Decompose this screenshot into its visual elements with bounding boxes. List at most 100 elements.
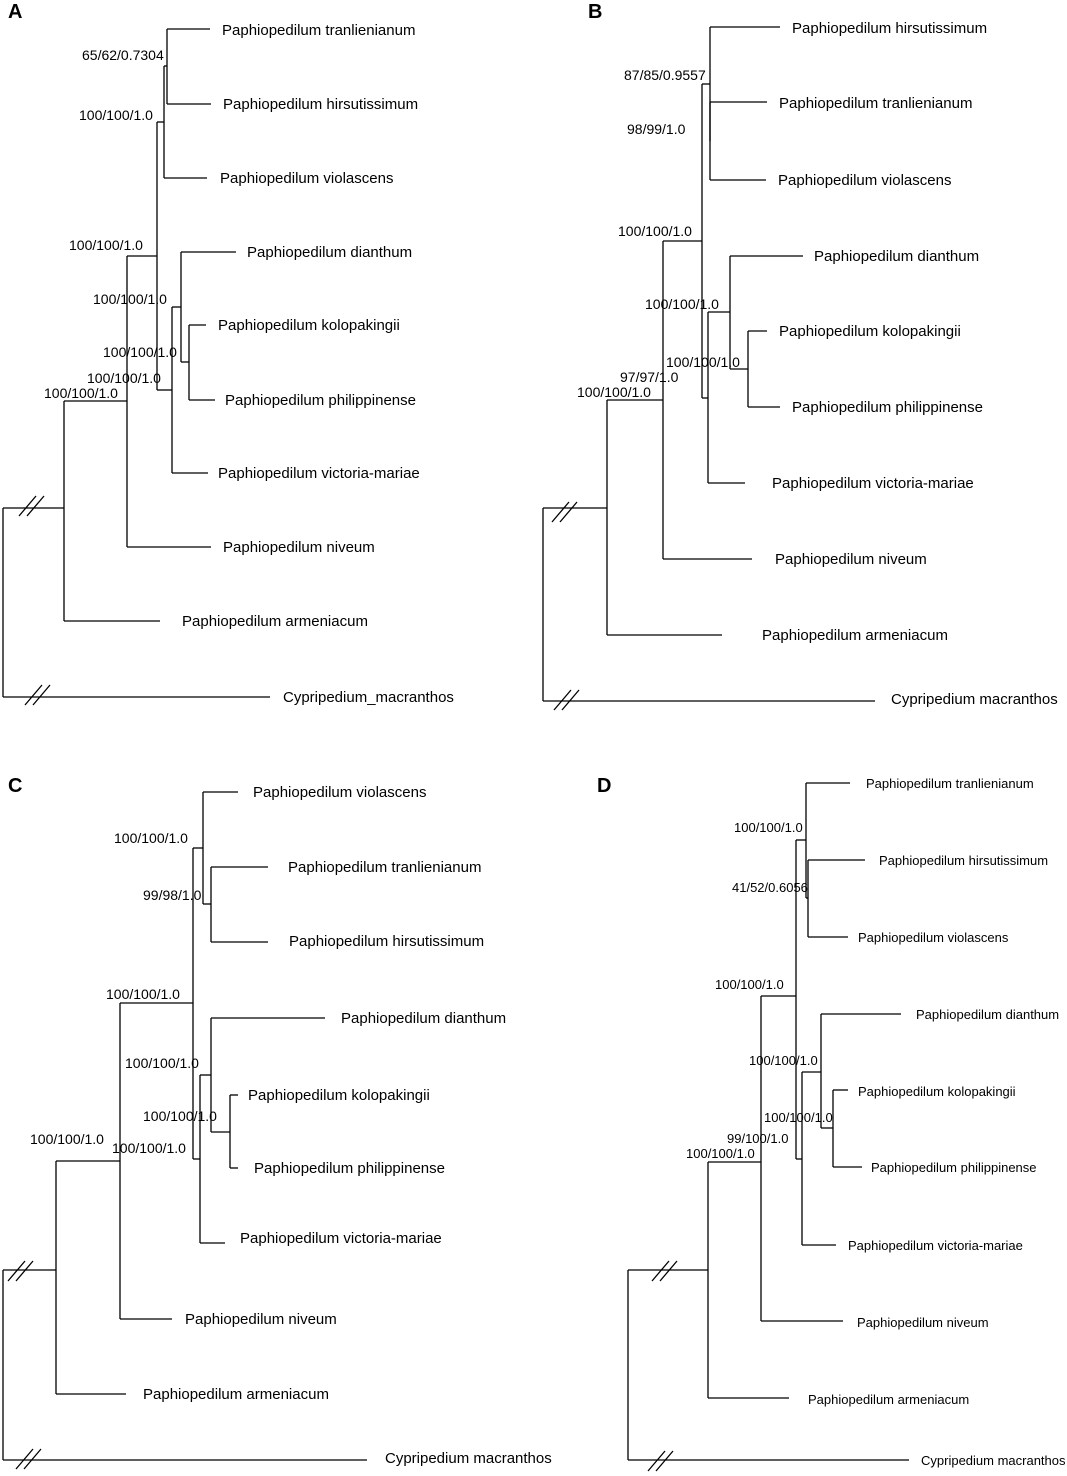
taxon-label: Paphiopedilum tranlienianum xyxy=(779,95,972,112)
taxon-label: Cypripedium macranthos xyxy=(385,1450,552,1467)
support-value: 65/62/0.7304 xyxy=(82,47,164,63)
break-mark xyxy=(561,689,580,711)
taxon-label: Paphiopedilum violascens xyxy=(858,930,1009,945)
taxon-label: Paphiopedilum tranlienianum xyxy=(288,859,481,876)
support-value: 100/100/1.0 xyxy=(666,354,740,370)
taxon-label: Paphiopedilum kolopakingii xyxy=(218,317,400,334)
taxon-label: Paphiopedilum dianthum xyxy=(916,1007,1059,1022)
branch-break-marks xyxy=(7,1260,42,1470)
taxon-labels: Paphiopedilum tranlienianum Paphiopedilu… xyxy=(808,776,1066,1468)
support-value: 100/100/1.0 xyxy=(686,1146,755,1161)
support-value: 87/85/0.9557 xyxy=(624,67,706,83)
taxon-label: Cypripedium_macranthos xyxy=(283,689,454,706)
break-mark xyxy=(15,1448,34,1470)
support-value: 100/100/1.0 xyxy=(114,830,188,846)
support-value: 100/100/1.0 xyxy=(764,1110,833,1125)
taxon-labels: Paphiopedilum tranlienianum Paphiopedilu… xyxy=(182,22,454,706)
break-mark xyxy=(18,495,37,517)
break-mark xyxy=(551,501,570,523)
support-value: 100/100/1.0 xyxy=(645,296,719,312)
taxon-label: Paphiopedilum victoria-mariae xyxy=(772,475,974,492)
taxon-label: Paphiopedilum armeniacum xyxy=(762,627,948,644)
break-mark xyxy=(32,684,51,706)
branch-break-marks xyxy=(18,495,51,706)
break-mark xyxy=(651,1260,670,1282)
taxon-label: Paphiopedilum hirsutissimum xyxy=(223,96,418,113)
panel-letter: A xyxy=(8,1,22,23)
support-values: 87/85/0.9557 98/99/1.0 100/100/1.0 100/1… xyxy=(577,67,740,400)
taxon-label: Paphiopedilum violascens xyxy=(253,784,426,801)
taxon-label: Paphiopedilum kolopakingii xyxy=(858,1084,1016,1099)
support-value: 98/99/1.0 xyxy=(627,121,686,137)
break-mark xyxy=(23,1448,42,1470)
support-value: 100/100/1.0 xyxy=(143,1108,217,1124)
taxon-label: Paphiopedilum niveum xyxy=(775,551,927,568)
tree-branches xyxy=(2,791,367,1461)
support-value: 100/100/1.0 xyxy=(87,370,161,386)
branch-break-marks xyxy=(551,501,580,711)
break-mark xyxy=(15,1260,34,1282)
taxon-label: Paphiopedilum philippinense xyxy=(254,1160,445,1177)
support-value: 100/100/1.0 xyxy=(715,977,784,992)
taxon-label: Paphiopedilum victoria-mariae xyxy=(848,1238,1023,1253)
break-mark xyxy=(7,1260,26,1282)
tree-branches xyxy=(627,782,909,1461)
break-mark xyxy=(655,1450,674,1472)
taxon-label: Paphiopedilum philippinense xyxy=(225,392,416,409)
support-value: 100/100/1.0 xyxy=(69,237,143,253)
taxon-label: Paphiopedilum hirsutissimum xyxy=(289,933,484,950)
support-value: 99/98/1.0 xyxy=(143,887,202,903)
support-value: 97/97/1.0 xyxy=(620,369,679,385)
taxon-label: Paphiopedilum kolopakingii xyxy=(779,323,961,340)
taxon-label: Paphiopedilum violascens xyxy=(778,172,951,189)
panel-a: A xyxy=(2,1,454,706)
taxon-label: Paphiopedilum victoria-mariae xyxy=(218,465,420,482)
branch-break-marks xyxy=(647,1260,678,1472)
taxon-label: Paphiopedilum dianthum xyxy=(247,244,412,261)
taxon-label: Cypripedium macranthos xyxy=(891,691,1058,708)
support-values: 65/62/0.7304 100/100/1.0 100/100/1.0 100… xyxy=(44,47,177,401)
panel-letter: D xyxy=(597,775,611,797)
taxon-label: Paphiopedilum niveum xyxy=(185,1311,337,1328)
panel-letter: C xyxy=(8,775,22,797)
taxon-label: Paphiopedilum niveum xyxy=(223,539,375,556)
panel-b: B xyxy=(542,1,1058,711)
support-values: 100/100/1.0 41/52/0.6056 100/100/1.0 100… xyxy=(686,820,833,1161)
support-value: 100/100/1.0 xyxy=(93,291,167,307)
panel-d: D xyxy=(597,775,1066,1472)
tree-branches xyxy=(2,28,270,698)
support-value: 100/100/1.0 xyxy=(30,1131,104,1147)
taxon-label: Paphiopedilum dianthum xyxy=(341,1010,506,1027)
support-value: 100/100/1.0 xyxy=(749,1053,818,1068)
taxon-labels: Paphiopedilum hirsutissimum Paphiopedilu… xyxy=(762,20,1058,708)
support-value: 100/100/1.0 xyxy=(125,1055,199,1071)
support-value: 100/100/1.0 xyxy=(112,1140,186,1156)
support-value: 41/52/0.6056 xyxy=(732,880,808,895)
taxon-label: Paphiopedilum armeniacum xyxy=(182,613,368,630)
break-mark xyxy=(553,689,572,711)
taxon-label: Paphiopedilum violascens xyxy=(220,170,393,187)
support-value: 100/100/1.0 xyxy=(577,384,651,400)
taxon-label: Paphiopedilum hirsutissimum xyxy=(879,853,1048,868)
taxon-label: Paphiopedilum kolopakingii xyxy=(248,1087,430,1104)
tree-branches xyxy=(542,26,875,702)
support-value: 100/100/1.0 xyxy=(734,820,803,835)
break-mark xyxy=(659,1260,678,1282)
support-value: 100/100/1.0 xyxy=(44,385,118,401)
support-value: 100/100/1.0 xyxy=(106,986,180,1002)
taxon-label: Paphiopedilum tranlienianum xyxy=(222,22,415,39)
break-mark xyxy=(559,501,578,523)
panel-c: C xyxy=(2,775,552,1470)
taxon-label: Paphiopedilum armeniacum xyxy=(143,1386,329,1403)
taxon-label: Cypripedium macranthos xyxy=(921,1453,1066,1468)
taxon-label: Paphiopedilum dianthum xyxy=(814,248,979,265)
taxon-label: Paphiopedilum philippinense xyxy=(792,399,983,416)
support-value: 100/100/1.0 xyxy=(618,223,692,239)
taxon-labels: Paphiopedilum violascens Paphiopedilum t… xyxy=(143,784,552,1467)
break-mark xyxy=(24,684,43,706)
support-value: 99/100/1.0 xyxy=(727,1131,788,1146)
break-mark xyxy=(647,1450,666,1472)
taxon-label: Paphiopedilum armeniacum xyxy=(808,1392,969,1407)
support-value: 100/100/1.0 xyxy=(103,344,177,360)
